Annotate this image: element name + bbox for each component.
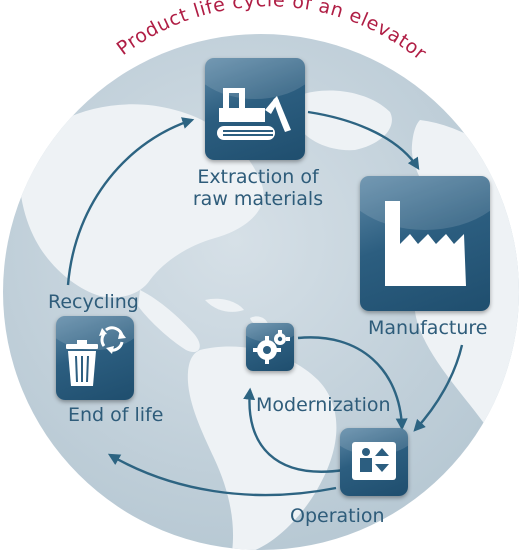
arrow-operation-to-end-of-life: [107, 453, 337, 497]
arrow-manufacture-to-operation: [413, 344, 464, 432]
end-of-life-label: End of life: [68, 404, 164, 426]
manufacture-label: Manufacture: [368, 317, 488, 339]
manufacture-tile: [360, 176, 490, 311]
arrow-modernization-to-operation: [297, 336, 408, 431]
modernization-tile: [246, 323, 294, 371]
operation-tile: [340, 428, 408, 496]
arrow-extraction-to-manufacture: [307, 110, 420, 171]
modernization-label: Modernization: [256, 394, 391, 416]
extraction-label-line2: raw materials: [192, 188, 324, 210]
factory-icon: [385, 201, 466, 286]
recycling-label: Recycling: [48, 291, 139, 313]
arrow-recycling-to-extraction: [66, 117, 195, 286]
elevator-panel-icon: [352, 442, 396, 480]
gears-icon: [253, 330, 290, 364]
extraction-label: Extraction of raw materials: [183, 166, 333, 210]
bulldozer-icon: [217, 88, 291, 140]
end-of-life-tile: [56, 316, 134, 400]
extraction-tile: [205, 58, 305, 160]
extraction-label-line1: Extraction of: [197, 166, 319, 188]
trash-can-recycle-icon: [66, 326, 126, 386]
arrow-operation-to-modernization: [243, 387, 345, 473]
operation-label: Operation: [290, 505, 385, 527]
